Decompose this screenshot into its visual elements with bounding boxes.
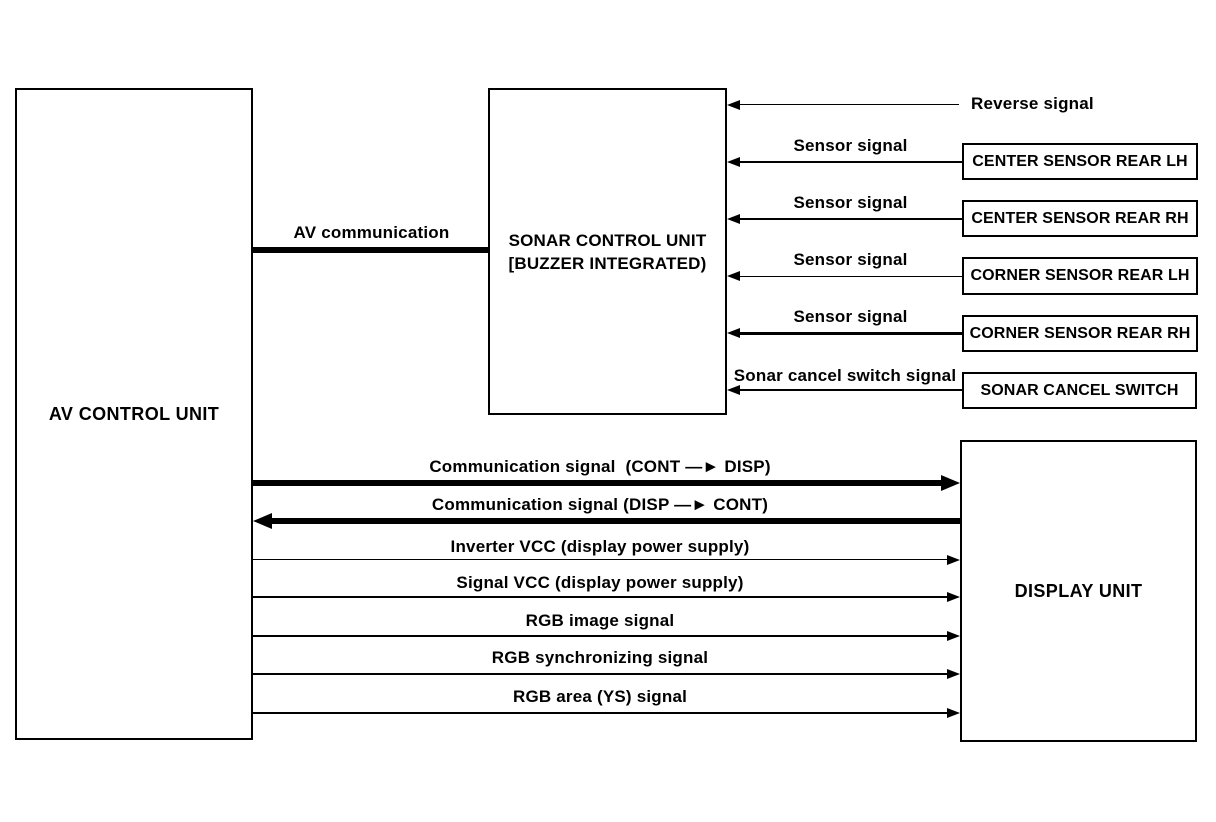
rgb-sync-signal-label: RGB synchronizing signal [491,648,709,667]
signal-vcc-line [253,596,947,598]
sonar-cancel-switch-signal-label: Sonar cancel switch signal [733,366,957,385]
rgb-image-signal-label: RGB image signal [525,611,675,630]
signal-vcc-label: Signal VCC (display power supply) [456,573,744,592]
corner-sensor-rear-lh-box: CORNER SENSOR REAR LH [962,257,1198,295]
corner-sensor-rear-rh-label: CORNER SENSOR REAR RH [969,324,1191,342]
arrowhead-right-icon [947,592,960,602]
sonar-cancel-switch-label: SONAR CANCEL SWITCH [980,381,1179,399]
comm-cont-to-disp-label: Communication signal (CONT —► DISP) [429,457,771,476]
corner-sensor-rear-lh-label: CORNER SENSOR REAR LH [970,267,1190,284]
sensor-signal-label-4: Sensor signal [793,307,908,326]
sensor-signal-line-1 [739,161,962,163]
sonar-control-unit-label-line1: SONAR CONTROL UNIT [508,230,707,250]
arrowhead-left-icon [727,328,740,338]
center-sensor-rear-rh-box: CENTER SENSOR REAR RH [962,200,1198,237]
arrowhead-left-icon [727,385,740,395]
sonar-control-unit-label-line2: [BUZZER INTEGRATED) [508,253,707,273]
rgb-area-ys-signal-label: RGB area (YS) signal [512,687,688,706]
center-sensor-rear-rh-label: CENTER SENSOR REAR RH [971,209,1189,227]
sensor-signal-line-2 [739,218,962,220]
inverter-vcc-line [253,559,947,560]
rgb-area-ys-signal-line [253,712,947,714]
comm-disp-to-cont-label: Communication signal (DISP —► CONT) [431,495,769,514]
av-communication-line [253,247,490,253]
sonar-control-unit-box: SONAR CONTROL UNIT [BUZZER INTEGRATED) [488,88,727,415]
arrowhead-left-icon [727,157,740,167]
arrowhead-right-icon [947,555,960,565]
center-sensor-rear-lh-label: CENTER SENSOR REAR LH [972,152,1188,170]
arrowhead-left-icon [727,271,740,281]
rgb-image-signal-line [253,635,947,637]
arrowhead-left-icon [253,513,272,529]
sonar-cancel-switch-signal-line [739,389,962,391]
inverter-vcc-label: Inverter VCC (display power supply) [450,537,750,556]
sonar-cancel-switch-box: SONAR CANCEL SWITCH [962,372,1197,409]
display-unit-box: DISPLAY UNIT [960,440,1197,742]
reverse-signal-line [739,104,959,105]
sensor-signal-label-2: Sensor signal [793,193,908,212]
arrowhead-left-icon [727,100,740,110]
comm-cont-to-disp-line [253,480,944,486]
display-unit-label: DISPLAY UNIT [1014,580,1143,601]
arrowhead-left-icon [727,214,740,224]
sensor-signal-line-4 [739,332,962,335]
corner-sensor-rear-rh-box: CORNER SENSOR REAR RH [962,315,1198,352]
arrowhead-right-icon [947,669,960,679]
av-communication-label: AV communication [293,223,450,242]
av-control-unit-label: AV CONTROL UNIT [48,403,220,424]
av-control-unit-box: AV CONTROL UNIT [15,88,253,740]
arrowhead-right-icon [941,475,960,491]
arrowhead-right-icon [947,631,960,641]
sensor-signal-label-1: Sensor signal [793,136,908,155]
center-sensor-rear-lh-box: CENTER SENSOR REAR LH [962,143,1198,180]
rgb-sync-signal-line [253,673,947,675]
sensor-signal-line-3 [739,276,962,277]
reverse-signal-label: Reverse signal [971,94,1094,113]
sensor-signal-label-3: Sensor signal [793,250,908,269]
comm-disp-to-cont-line [270,518,960,524]
arrowhead-right-icon [947,708,960,718]
